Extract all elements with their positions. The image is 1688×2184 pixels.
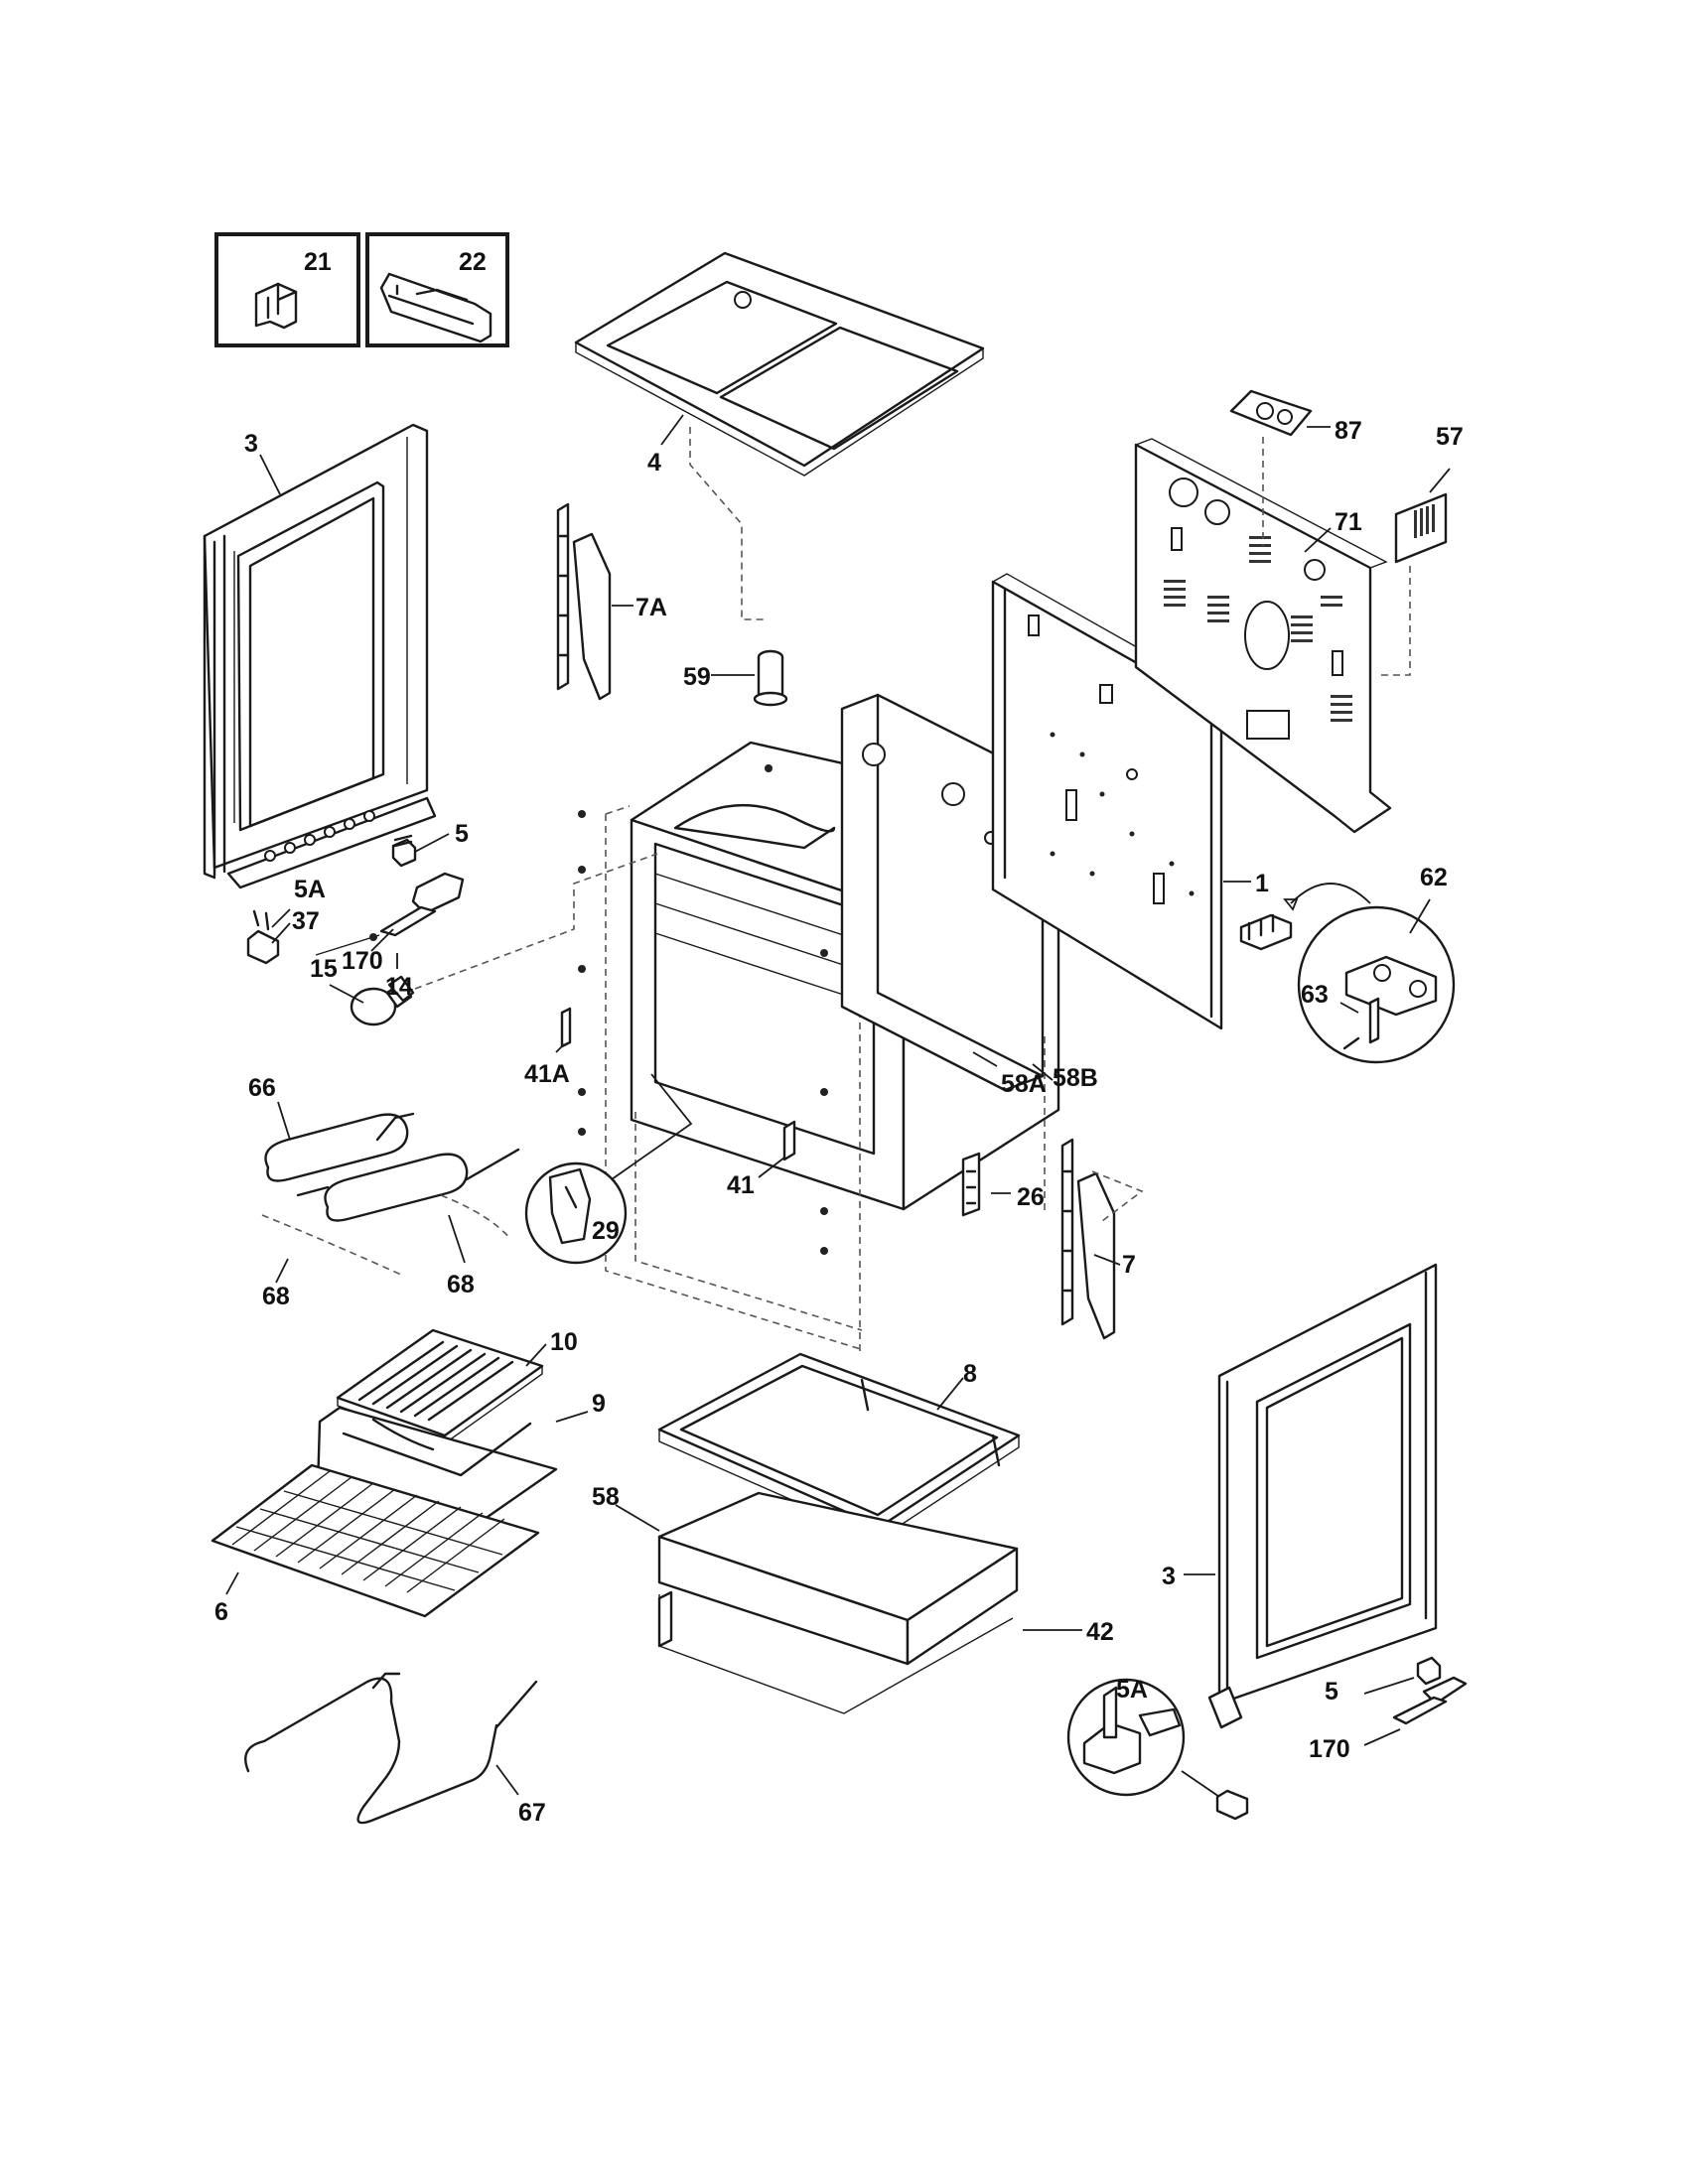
grid-slots [357, 1340, 514, 1422]
oven-light: 15 14 [310, 853, 658, 1026]
label-26: 26 [1017, 1183, 1045, 1211]
rack-support-7: 7 [1060, 1138, 1144, 1340]
label-5a-left: 5A [294, 876, 326, 903]
label-10: 10 [550, 1328, 578, 1356]
oven-door-left: 3 [203, 423, 437, 889]
label-14: 14 [385, 973, 413, 1001]
back-panel-dots [1050, 732, 1195, 896]
broil-element-66: 66 [248, 1074, 520, 1222]
label-5-left: 5 [455, 820, 469, 848]
label-58a: 58A [1001, 1070, 1047, 1098]
label-62: 62 [1420, 864, 1448, 891]
label-15: 15 [310, 955, 338, 983]
hinge-parts-left: 5 5A 37 170 [246, 820, 469, 975]
label-22: 22 [459, 248, 487, 276]
rack-wires [231, 1470, 505, 1593]
back-panel-1: 1 [991, 573, 1269, 1030]
label-21: 21 [304, 248, 332, 276]
label-63: 63 [1301, 981, 1329, 1009]
label-29: 29 [592, 1217, 620, 1245]
bulb-holder-59: 59 [683, 649, 788, 707]
clip-26: 26 [961, 1152, 1045, 1217]
terminal-block-callout: 62 63 [1239, 864, 1456, 1064]
label-71: 71 [1335, 508, 1362, 536]
oven-rack-6: 6 [211, 1463, 540, 1626]
gasket-87: 87 [1229, 389, 1362, 546]
label-6: 6 [214, 1598, 228, 1626]
label-67: 67 [518, 1799, 546, 1827]
label-5a-right: 5A [1116, 1676, 1148, 1704]
cabinet-screws [578, 810, 828, 1255]
label-1: 1 [1255, 870, 1269, 897]
label-57: 57 [1436, 423, 1464, 451]
rear-cover-71: 71 [1134, 438, 1392, 834]
label-66: 66 [248, 1074, 276, 1102]
label-7: 7 [1122, 1251, 1136, 1279]
label-87: 87 [1335, 417, 1362, 445]
label-170-right: 170 [1309, 1735, 1350, 1763]
bracket-41: 41 [727, 1120, 796, 1199]
broil-pan-grid-10: 10 [336, 1328, 578, 1444]
label-37: 37 [292, 907, 320, 935]
vent-cover-57: 57 [1380, 423, 1464, 676]
rack-support-7a: 7A [556, 502, 667, 701]
label-59: 59 [683, 663, 711, 691]
bracket-41a: 41A [524, 1007, 572, 1088]
label-3-left: 3 [244, 430, 258, 458]
label-5-right: 5 [1325, 1678, 1338, 1706]
bake-element-67: 67 [244, 1672, 546, 1827]
drawer-bottom-42: 42 [657, 1590, 1114, 1714]
label-41: 41 [727, 1171, 755, 1199]
vent-slots [1164, 536, 1352, 722]
callout-29: 29 [524, 1073, 693, 1265]
label-4: 4 [647, 449, 661, 477]
inset-part-22: 22 [365, 232, 509, 347]
vent-cover-slots [1414, 504, 1435, 538]
drawer-liner-58: 58 [592, 1483, 1019, 1666]
label-68-left: 68 [262, 1283, 290, 1310]
label-8: 8 [963, 1360, 977, 1388]
label-170-left: 170 [342, 947, 383, 975]
oven-door-right: 3 [1162, 1263, 1438, 1729]
label-41a: 41A [524, 1060, 570, 1088]
label-3-right: 3 [1162, 1563, 1176, 1590]
label-68-right: 68 [447, 1271, 475, 1298]
label-9: 9 [592, 1390, 606, 1418]
label-58: 58 [592, 1483, 620, 1511]
door-hinge-slots [264, 810, 375, 862]
inset-part-21: 21 [214, 232, 360, 347]
label-58b: 58B [1053, 1064, 1098, 1092]
cabinet-frame-dashed [605, 805, 1046, 1354]
top-panel: 4 [574, 251, 985, 620]
insulation-68: 68 68 [261, 1194, 511, 1310]
storage-drawer-8: 8 [657, 1352, 1021, 1540]
label-7a: 7A [635, 594, 667, 621]
label-42: 42 [1086, 1618, 1114, 1646]
hinge-parts-right: 5A 5 170 [1066, 1656, 1468, 1821]
